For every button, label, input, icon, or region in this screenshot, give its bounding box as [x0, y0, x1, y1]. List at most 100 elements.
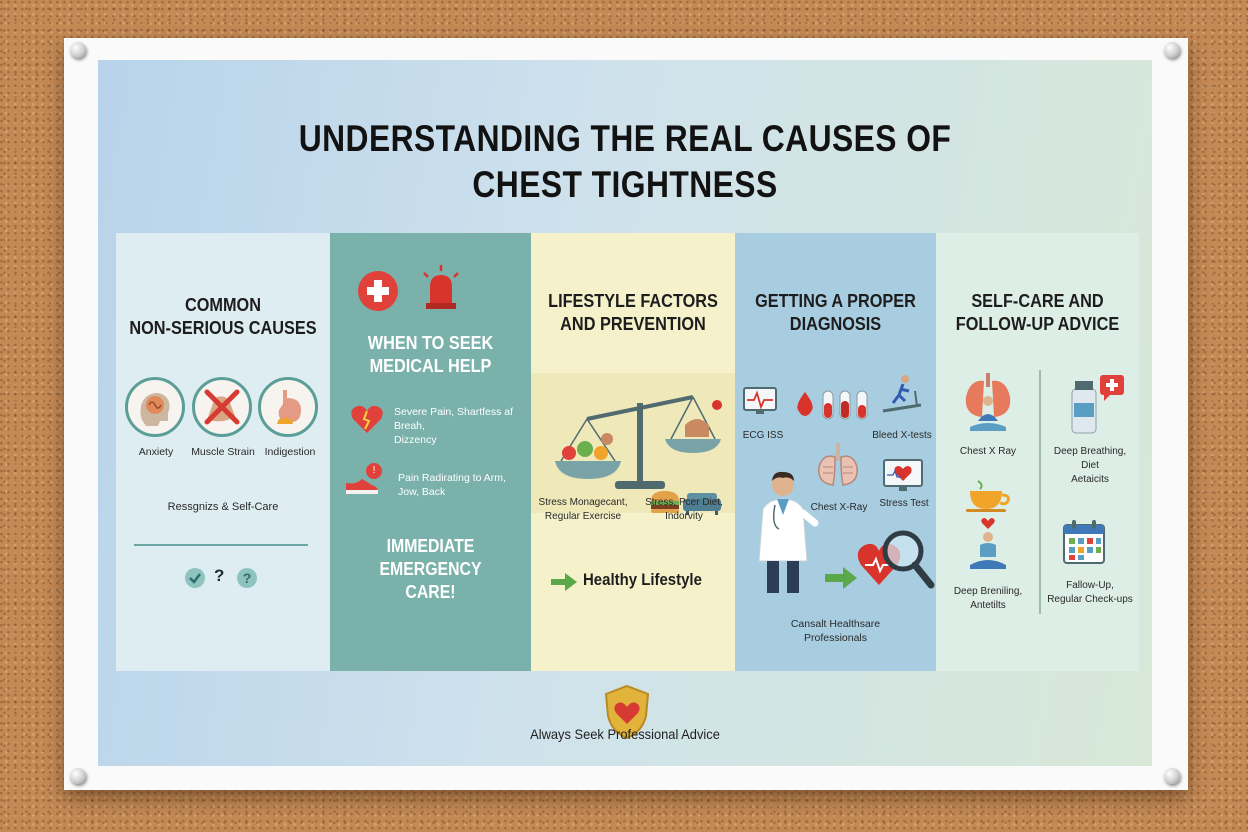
muscle-strain-icon — [192, 377, 252, 437]
stomach-icon — [258, 377, 318, 437]
tea-cup-icon — [962, 479, 1012, 513]
balance-scale-icon — [545, 383, 725, 491]
advice-line: Aetaicits — [1071, 474, 1109, 485]
panel-heading: LIFESTYLE FACTORS AND PREVENTION — [543, 289, 723, 335]
green-arrow-icon — [825, 567, 857, 589]
medicine-bottle-icon — [1068, 373, 1128, 439]
panel-common-causes: COMMON NON-SERIOUS CAUSES — [116, 233, 330, 671]
panel-lifestyle: LIFESTYLE FACTORS AND PREVENTION — [531, 233, 735, 671]
lifestyle-line: Stress Monagecant, — [538, 497, 628, 508]
deep-breathing-right: Deep Breathing, Diet Aetaicits — [1040, 445, 1139, 487]
push-pin-icon — [1164, 42, 1180, 58]
heading-line: COMMON — [185, 294, 261, 315]
heading-line: WHEN TO SEEK — [367, 332, 494, 353]
push-pin-icon — [1164, 768, 1180, 784]
poster-content: UNDERSTANDING THE REAL CAUSES OF CHEST T… — [98, 60, 1152, 766]
advice-line: Deep Breathing, — [1053, 446, 1127, 457]
poster: UNDERSTANDING THE REAL CAUSES OF CHEST T… — [64, 38, 1188, 790]
advice-line: Fallow-Up, — [1066, 580, 1114, 591]
consult-professionals: Cansalt Healthsare Professionals — [735, 617, 936, 645]
heart-magnifier-icon — [857, 519, 936, 599]
emergency-care-callout: IMMEDIATE EMERGENCY CARE! — [342, 535, 519, 604]
push-pin-icon — [70, 768, 86, 784]
running-shoe-icon — [344, 477, 380, 495]
follow-up-label: Fallow-Up, Regular Check-ups — [1040, 579, 1139, 607]
lifestyle-negative: Stress, Pcer Diet, Indorvity — [635, 496, 733, 524]
panel-heading: COMMON NON-SERIOUS CAUSES — [129, 293, 317, 339]
ecg-monitor-icon — [743, 387, 777, 415]
symptom-severe: Severe Pain, Shartfess af Breah, Dizzenc… — [394, 405, 528, 447]
meditation-icon — [966, 517, 1010, 573]
symptom-line: Jow, Back — [398, 486, 446, 498]
deep-breathing-left: Deep Breniling, Antetilts — [936, 585, 1040, 613]
alert-dot-icon: ! — [366, 463, 382, 479]
cause-label-indigestion: Indigestion — [264, 446, 316, 458]
heading-line: GETTING A PROPER — [755, 290, 916, 311]
healthy-lifestyle-label: Healthy Lifestyle — [583, 570, 702, 589]
alarm-siren-icon — [416, 263, 466, 313]
advice-line: Regular Check-ups — [1047, 594, 1133, 605]
heart-shield-icon — [604, 684, 650, 740]
advice-line: Antetilts — [970, 600, 1006, 611]
panel-medical-help: WHEN TO SEEK MEDICAL HELP Severe Pain, S… — [330, 233, 531, 671]
heading-line: AND PREVENTION — [560, 313, 706, 334]
poster-title: UNDERSTANDING THE REAL CAUSES OF CHEST T… — [172, 116, 1078, 208]
advice-line: Deep Breniling, — [953, 586, 1023, 597]
question-circle-icon: ? — [237, 568, 257, 588]
lifestyle-positive: Stress Monagecant, Regular Exercise — [533, 496, 633, 524]
self-care-note: Ressgnizs & Self-Care — [167, 501, 279, 513]
heading-line: FOLLOW-UP ADVICE — [955, 313, 1120, 334]
lifestyle-line: Regular Exercise — [544, 511, 622, 522]
heading-line: LIFESTYLE FACTORS — [548, 290, 718, 311]
lungs-meditation-icon — [960, 371, 1016, 437]
lifestyle-line: Indorvity — [665, 511, 703, 522]
push-pin-icon — [70, 42, 86, 58]
consult-line: Professionals — [803, 632, 868, 644]
green-arrow-icon — [551, 573, 577, 591]
stress-test-monitor-icon — [883, 459, 923, 493]
brain-head-icon — [125, 377, 185, 437]
chest-xray-label: Chest X Ray — [959, 446, 1017, 457]
symptom-line: Pain Radirating to Arm, — [398, 472, 506, 484]
panel-heading: GETTING A PROPER DIAGNOSIS — [747, 289, 924, 335]
emergency-line: EMERGENCY — [379, 559, 482, 579]
panel-heading: SELF-CARE AND FOLLOW-UP ADVICE — [948, 289, 1127, 335]
consult-line: Cansalt Healthsare — [790, 618, 881, 630]
treadmill-runner-icon — [881, 373, 923, 415]
emergency-line: IMMEDIATE — [386, 536, 475, 556]
advice-line: Diet — [1081, 460, 1099, 471]
blood-tests-label: Bleed X-tests — [872, 430, 932, 441]
ecg-label: ECG ISS — [742, 430, 784, 441]
cause-label-muscle-strain: Muscle Strain — [191, 446, 255, 458]
lifestyle-line: Stress, Pcer Diet, — [645, 497, 723, 508]
footer-advice: Always Seek Professional Advice — [530, 726, 720, 742]
heading-line: DIAGNOSIS — [789, 313, 882, 334]
question-icon: ? — [214, 566, 225, 585]
emergency-line: CARE! — [405, 582, 456, 602]
panel-diagnosis: GETTING A PROPER DIAGNOSIS — [735, 233, 936, 671]
lungs-icon — [813, 441, 863, 491]
blood-drop-icon — [795, 391, 815, 417]
first-aid-icon — [358, 271, 398, 311]
burger-icon — [649, 491, 681, 513]
stress-test-label: Stress Test — [879, 498, 929, 509]
panel-heading: WHEN TO SEEK MEDICAL HELP — [342, 331, 519, 377]
symptom-line: Severe Pain, Shartfess af Breah, — [394, 406, 514, 432]
divider — [134, 544, 308, 546]
heading-line: SELF-CARE AND — [971, 290, 1104, 311]
heading-line: NON-SERIOUS CAUSES — [129, 317, 317, 338]
chest-xray-label: Chest X-Ray — [810, 502, 868, 513]
symptom-line: Dizzency — [394, 434, 437, 446]
title-line-2: CHEST TIGHTNESS — [472, 164, 778, 205]
check-icon — [185, 568, 205, 588]
panel-self-care: SELF-CARE AND FOLLOW-UP ADVICE Chest X R… — [936, 233, 1139, 671]
column-divider — [1039, 370, 1041, 614]
couch-icon — [683, 491, 721, 515]
title-line-1: UNDERSTANDING THE REAL CAUSES OF — [298, 118, 952, 159]
calendar-icon — [1062, 519, 1106, 565]
cause-label-anxiety: Anxiety — [138, 446, 174, 458]
doctor-icon — [749, 469, 819, 597]
broken-heart-icon — [350, 403, 384, 435]
heading-line: MEDICAL HELP — [369, 355, 492, 376]
symptom-radiating: Pain Radirating to Arm, Jow, Back — [398, 471, 528, 499]
